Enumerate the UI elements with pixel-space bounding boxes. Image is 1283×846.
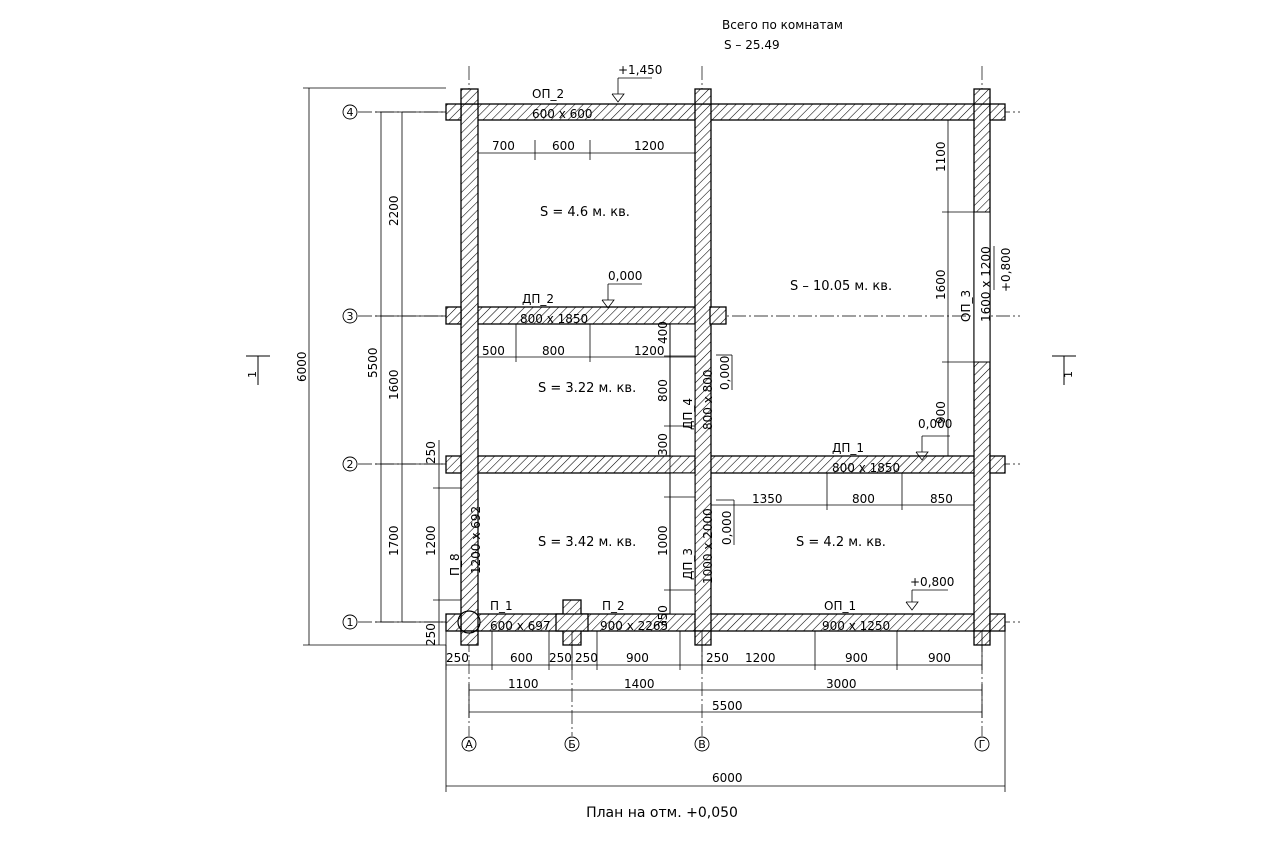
dim-mid-1: 500 [482, 344, 505, 358]
axis-col-b: Б [568, 738, 576, 751]
dim-bottom-overall: 6000 [712, 771, 743, 785]
axis-row-4: 4 [347, 106, 354, 119]
dim-inner-1: 400 [656, 321, 670, 344]
opening-op2-size: 600 x 600 [532, 107, 593, 121]
opening-op3-size: 1600 x 1200 [979, 246, 993, 322]
level-3: +0,800 [999, 248, 1013, 292]
dim-b1-6: 250 [706, 651, 729, 665]
pillar-circle [457, 610, 481, 634]
axis-row-2: 2 [347, 458, 354, 471]
opening-dp4-size: 800 x 800 [701, 369, 715, 430]
room-area-5: S = 4.2 м. кв. [796, 535, 886, 550]
opening-op3-name: ОП_3 [959, 290, 973, 322]
dim-low-1: 1350 [752, 492, 783, 506]
dim-left-part-1: 2200 [387, 195, 401, 226]
dim-right-3: 900 [934, 401, 948, 424]
dim-b1-1: 250 [446, 651, 469, 665]
opening-op2-name: ОП_2 [532, 87, 564, 101]
dim-b1-2: 600 [510, 651, 533, 665]
opening-dp1-name: ДП_1 [832, 441, 864, 455]
level-6: 0,000 [720, 511, 734, 545]
axis-col-a: А [465, 738, 473, 751]
room-area-3: S = 3.22 м. кв. [538, 381, 636, 396]
dim-b2-3: 3000 [826, 677, 857, 691]
opening-p2-size: 900 x 2265 [600, 619, 668, 633]
totals-title: Всего по комнатам [722, 18, 843, 32]
opening-op1-name: ОП_1 [824, 599, 856, 613]
dim-b2-1: 1100 [508, 677, 539, 691]
opening-dp3-size: 1000 x 2000 [701, 508, 715, 584]
level-1: +1,450 [618, 63, 662, 77]
opening-p2-name: П_2 [602, 599, 625, 613]
dim-top-3: 1200 [634, 139, 665, 153]
section-mark-right: 1 [1062, 371, 1075, 378]
level-5: 0,000 [918, 417, 952, 431]
dim-left-outer: 6000 [295, 351, 309, 382]
totals-area: S – 25.49 [724, 38, 780, 52]
dim-mid-2: 800 [542, 344, 565, 358]
dim-b1-9: 900 [928, 651, 951, 665]
dim-b2-2: 1400 [624, 677, 655, 691]
dim-right-1: 1100 [934, 141, 948, 172]
dim-mid-3: 1200 [634, 344, 665, 358]
opening-dp4-name: ДП_4 [681, 398, 695, 430]
opening-dp1-size: 800 x 1850 [832, 461, 900, 475]
opening-dp2-name: ДП_2 [522, 292, 554, 306]
dim-b1-3: 250 [549, 651, 572, 665]
opening-dp2-size: 800 x 1850 [520, 312, 588, 326]
opening-p8-size: 1200 x 692 [469, 506, 483, 574]
walls [445, 88, 1006, 646]
dim-inner-2: 800 [656, 379, 670, 402]
dimension-lines [303, 87, 1006, 792]
dim-left-small-1: 250 [424, 441, 438, 464]
dim-low-3: 850 [930, 492, 953, 506]
plan-caption: План на отм. +0,050 [586, 805, 738, 821]
dim-left-part-2: 1600 [387, 369, 401, 400]
dim-b1-8: 900 [845, 651, 868, 665]
dim-inner-5: 350 [656, 605, 670, 628]
opening-p8-name: П_8 [448, 553, 462, 576]
level-markers [601, 77, 995, 611]
dim-inner-4: 1000 [656, 525, 670, 556]
dim-b1-5: 900 [626, 651, 649, 665]
opening-p1-size: 600 x 697 [490, 619, 551, 633]
axis-col-v: В [698, 738, 706, 751]
room-area-4: S = 3.42 м. кв. [538, 535, 636, 550]
level-4: 0,000 [718, 356, 732, 390]
dim-top-1: 700 [492, 139, 515, 153]
dim-left-small-3: 250 [424, 623, 438, 646]
dim-right-2: 1600 [934, 269, 948, 300]
section-marks [246, 355, 1076, 385]
dim-left-part-3: 1700 [387, 525, 401, 556]
section-mark-left: 1 [246, 371, 259, 378]
dim-b1-4: 250 [575, 651, 598, 665]
dim-low-2: 800 [852, 492, 875, 506]
axis-row-1: 1 [347, 616, 354, 629]
dim-bottom-total: 5500 [712, 699, 743, 713]
opening-p1-name: П_1 [490, 599, 513, 613]
axis-row-3: 3 [347, 310, 354, 323]
dim-inner-3: 300 [656, 433, 670, 456]
dim-left-total: 5500 [366, 347, 380, 378]
opening-op1-size: 900 x 1250 [822, 619, 890, 633]
room-area-1: S = 4.6 м. кв. [540, 205, 630, 220]
level-2: 0,000 [608, 269, 642, 283]
dim-b1-7: 1200 [745, 651, 776, 665]
axis-bubbles [342, 104, 990, 752]
dim-top-2: 600 [552, 139, 575, 153]
axis-col-g: Г [979, 738, 986, 751]
opening-dp3-name: ДП_3 [681, 548, 695, 580]
level-7: +0,800 [910, 575, 954, 589]
dim-left-small-2: 1200 [424, 525, 438, 556]
room-area-2: S – 10.05 м. кв. [790, 279, 892, 294]
